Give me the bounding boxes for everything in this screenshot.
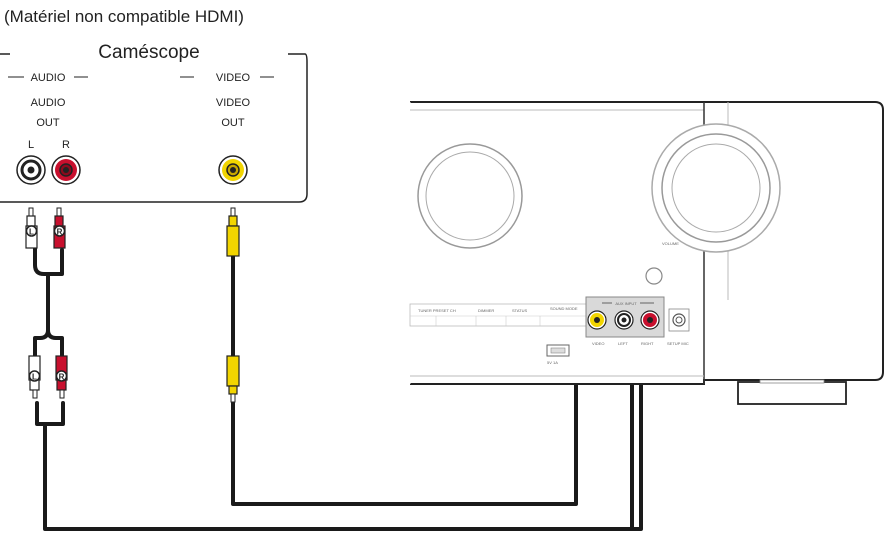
upper-left-plug-icon: L xyxy=(25,207,38,249)
upper-video-plug-icon xyxy=(226,207,240,257)
audio-group-label: AUDIO xyxy=(31,72,66,84)
aux-right-input-jack-icon xyxy=(640,310,660,330)
volume-knob-icon: VOLUME xyxy=(651,123,781,253)
lower-left-plug-marker: L xyxy=(32,373,37,382)
sound-mode-label: SOUND MODE xyxy=(550,306,578,311)
audio-left-jack-icon xyxy=(16,155,46,185)
tuner-preset-label: TUNER PRESET CH xyxy=(418,308,456,313)
audio-right-jack-icon xyxy=(51,155,81,185)
video-jack-icon xyxy=(218,155,248,185)
setup-mic-label: SETUP MIC xyxy=(667,341,689,346)
aux-left-input-jack-icon xyxy=(614,310,634,330)
upper-right-plug-marker: R xyxy=(57,228,63,237)
upper-right-plug-icon: R xyxy=(53,207,66,249)
audio-out-label-line1: AUDIO xyxy=(31,97,66,109)
video-out-label-line1: VIDEO xyxy=(216,97,251,109)
dimmer-label: DIMMER xyxy=(478,308,494,313)
lower-left-plug-icon: L xyxy=(28,355,41,399)
lower-right-plug-marker: R xyxy=(59,373,65,382)
camcorder-title: Caméscope xyxy=(98,42,199,63)
input-selector-knob-icon xyxy=(417,143,523,249)
video-group-label: VIDEO xyxy=(216,72,251,84)
aux-left-input-label: LEFT xyxy=(618,341,628,346)
volume-label: VOLUME xyxy=(662,241,679,246)
aux-video-input-label: VIDEO xyxy=(592,341,604,346)
video-out-label-line2: OUT xyxy=(221,117,245,129)
header-note: (Matériel non compatible HDMI) xyxy=(4,7,244,26)
receiver-foot xyxy=(737,379,847,405)
power-button-icon xyxy=(645,267,663,285)
lower-right-plug-icon: R xyxy=(55,355,68,399)
aux-right-input-label: RIGHT xyxy=(641,341,654,346)
aux-video-input-jack-icon xyxy=(587,310,607,330)
setup-mic-jack-icon xyxy=(668,308,690,332)
jack-right-label: R xyxy=(62,139,70,151)
upper-left-plug-marker: L xyxy=(29,228,34,237)
usb-port-icon: 5V 1A xyxy=(546,344,570,365)
status-label: STATUS xyxy=(512,308,528,313)
audio-out-label-line2: OUT xyxy=(36,117,60,129)
aux-input-panel: AUX INPUT xyxy=(585,296,665,338)
aux-input-label: AUX INPUT xyxy=(615,301,637,306)
jack-left-label: L xyxy=(28,139,34,151)
av-receiver: VOLUME TUNER PRESET CH DIMMER STATUS SOU… xyxy=(409,101,884,405)
lower-video-plug-icon xyxy=(226,355,240,403)
usb-rating-label: 5V 1A xyxy=(547,360,558,365)
camcorder-panel: Caméscope AUDIO VIDEO AUDIO OUT VIDEO OU… xyxy=(0,42,308,203)
